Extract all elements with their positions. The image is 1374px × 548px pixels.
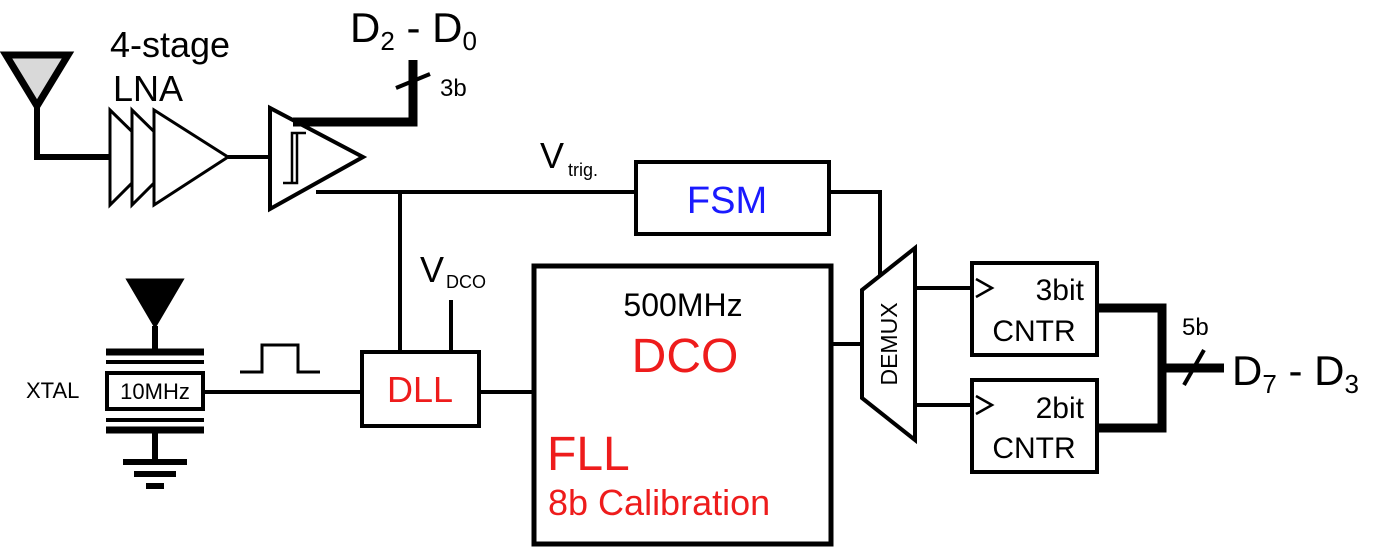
fsm-label: FSM <box>687 180 767 222</box>
ground-icon <box>123 430 187 489</box>
dco-label: DCO <box>632 330 739 383</box>
cntr2-name-label: CNTR <box>992 432 1075 465</box>
dco-frequency-label: 500MHz <box>623 287 742 323</box>
fll-label: FLL <box>547 428 630 481</box>
demux-label: DEMUX <box>876 302 902 385</box>
bus-slash-5b <box>1182 349 1206 386</box>
calibration-label: 8b Calibration <box>548 482 770 523</box>
xtal-frequency-label: 10MHz <box>120 379 190 404</box>
bus-slash-3b <box>395 72 431 90</box>
dco-fll-block <box>531 263 834 547</box>
cntr3-block <box>970 261 1099 357</box>
cntr3-bits-label: 3bit <box>1036 274 1085 307</box>
xtal-label: XTAL <box>26 378 79 403</box>
lna-label-line2: LNA <box>113 68 183 109</box>
cntr2-block <box>970 378 1099 474</box>
lna-label-line1: 4-stage <box>110 24 230 65</box>
bus-cntr2-out <box>1097 368 1167 433</box>
cntr2-bits-label: 2bit <box>1036 392 1085 425</box>
output-d2-d0-label: D2 - D0 <box>350 4 477 56</box>
lna-amplifier-icon <box>108 106 231 209</box>
bus-d2-d0 <box>293 60 418 127</box>
wire-fsm-demux <box>829 190 882 278</box>
output-d7-d3-label: D7 - D3 <box>1232 347 1359 399</box>
bus-width-3b: 3b <box>440 75 467 102</box>
dll-label: DLL <box>387 369 453 410</box>
fsm-block <box>634 160 831 236</box>
antenna-icon <box>0 51 75 157</box>
xtal-top-supply-icon <box>125 278 185 352</box>
bus-cntr3-out <box>1097 303 1167 368</box>
dll-block <box>360 350 481 428</box>
clock-pulse-icon <box>240 343 320 374</box>
cntr3-name-label: CNTR <box>992 315 1075 348</box>
demux-block <box>860 243 917 445</box>
cntr2-clock-icon <box>975 394 995 416</box>
comparator-icon <box>268 104 368 213</box>
bus-width-5b: 5b <box>1182 314 1209 341</box>
cntr3-clock-icon <box>975 277 995 299</box>
